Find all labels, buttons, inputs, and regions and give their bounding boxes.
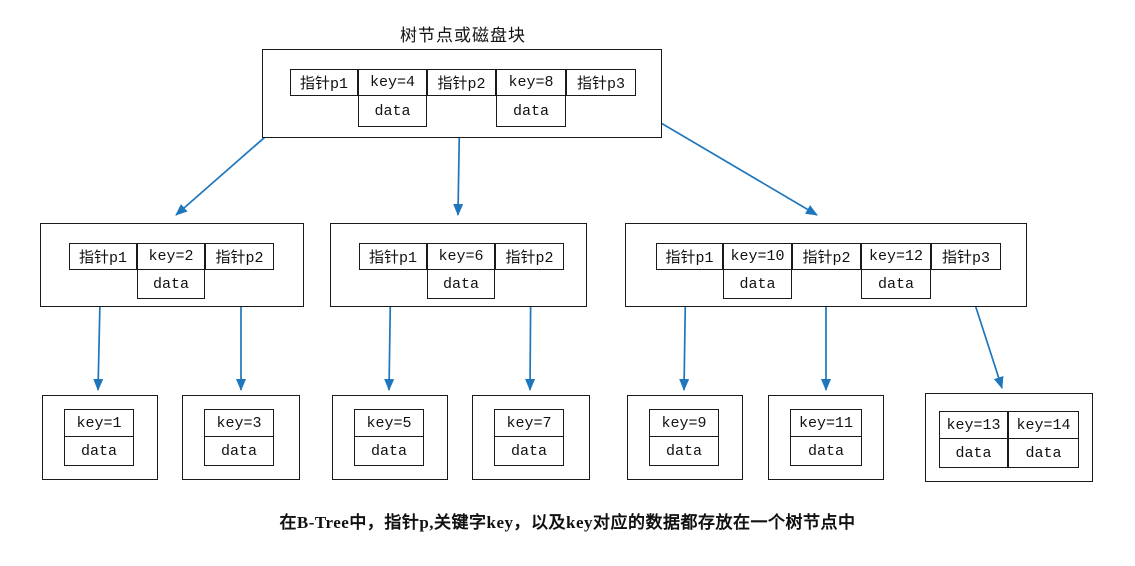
- leaf-key-cell: key=11: [790, 409, 862, 437]
- middle-child-cell-key6: key=6: [427, 243, 495, 270]
- right-child-node-box: 指针p1 key=10 指针p2 key=12 指针p3 data data: [625, 223, 1027, 307]
- right-child-cell-pointer-p2: 指针p2: [792, 243, 861, 270]
- leaf-data-cell: data: [204, 436, 274, 466]
- root-data-cell-1: data: [358, 95, 427, 127]
- leaf-data-cell: data: [1008, 438, 1079, 468]
- diagram-caption: 在B-Tree中，指针p,关键字key，以及key对应的数据都存放在一个树节点中: [279, 513, 856, 532]
- right-child-cell-pointer-p3: 指针p3: [931, 243, 1001, 270]
- root-cell-pointer-p1: 指针p1: [290, 69, 358, 96]
- leaf-data-cell: data: [354, 436, 424, 466]
- left-child-cell-pointer-p1: 指针p1: [69, 243, 137, 270]
- leaf-node-box-key7: key=7 data: [472, 395, 590, 480]
- leaf-key-cell: key=13: [939, 411, 1008, 439]
- left-child-data-cell: data: [137, 269, 205, 299]
- diagram-title: 树节点或磁盘块: [400, 26, 526, 45]
- right-child-cell-pointer-p1: 指针p1: [656, 243, 723, 270]
- leaf-key-cell: key=7: [494, 409, 564, 437]
- right-child-cell-key10: key=10: [723, 243, 792, 270]
- root-cell-key4: key=4: [358, 69, 427, 96]
- left-child-cell-pointer-p2: 指针p2: [205, 243, 274, 270]
- leaf-data-cell: data: [64, 436, 134, 466]
- root-node-box: 指针p1 key=4 指针p2 key=8 指针p3 data data: [262, 49, 662, 138]
- leaf-node-box-key1: key=1 data: [42, 395, 158, 480]
- leaf-node-box-key9: key=9 data: [627, 395, 743, 480]
- leaf-node-box-key13-key14: key=13 key=14 data data: [925, 393, 1093, 482]
- leaf-node-box-key5: key=5 data: [332, 395, 448, 480]
- root-cell-pointer-p2: 指针p2: [427, 69, 496, 96]
- leaf-key-cell: key=3: [204, 409, 274, 437]
- leaf-key-cell: key=5: [354, 409, 424, 437]
- left-child-node-box: 指针p1 key=2 指针p2 data: [40, 223, 304, 307]
- leaf-data-cell: data: [790, 436, 862, 466]
- root-cell-pointer-p3: 指针p3: [566, 69, 636, 96]
- leaf-data-cell: data: [494, 436, 564, 466]
- right-child-data-cell-2: data: [861, 269, 931, 299]
- root-data-cell-2: data: [496, 95, 566, 127]
- middle-child-cell-pointer-p2: 指针p2: [495, 243, 564, 270]
- root-cell-key8: key=8: [496, 69, 566, 96]
- middle-child-data-cell: data: [427, 269, 495, 299]
- leaf-data-cell: data: [649, 436, 719, 466]
- leaf-key-cell: key=1: [64, 409, 134, 437]
- leaf-key-cell: key=14: [1008, 411, 1079, 439]
- middle-child-cell-pointer-p1: 指针p1: [359, 243, 427, 270]
- leaf-node-box-key11: key=11 data: [768, 395, 884, 480]
- right-child-data-cell-1: data: [723, 269, 792, 299]
- left-child-cell-key2: key=2: [137, 243, 205, 270]
- leaf-data-cell: data: [939, 438, 1008, 468]
- leaf-node-box-key3: key=3 data: [182, 395, 300, 480]
- right-child-cell-key12: key=12: [861, 243, 931, 270]
- leaf-key-cell: key=9: [649, 409, 719, 437]
- middle-child-node-box: 指针p1 key=6 指针p2 data: [330, 223, 587, 307]
